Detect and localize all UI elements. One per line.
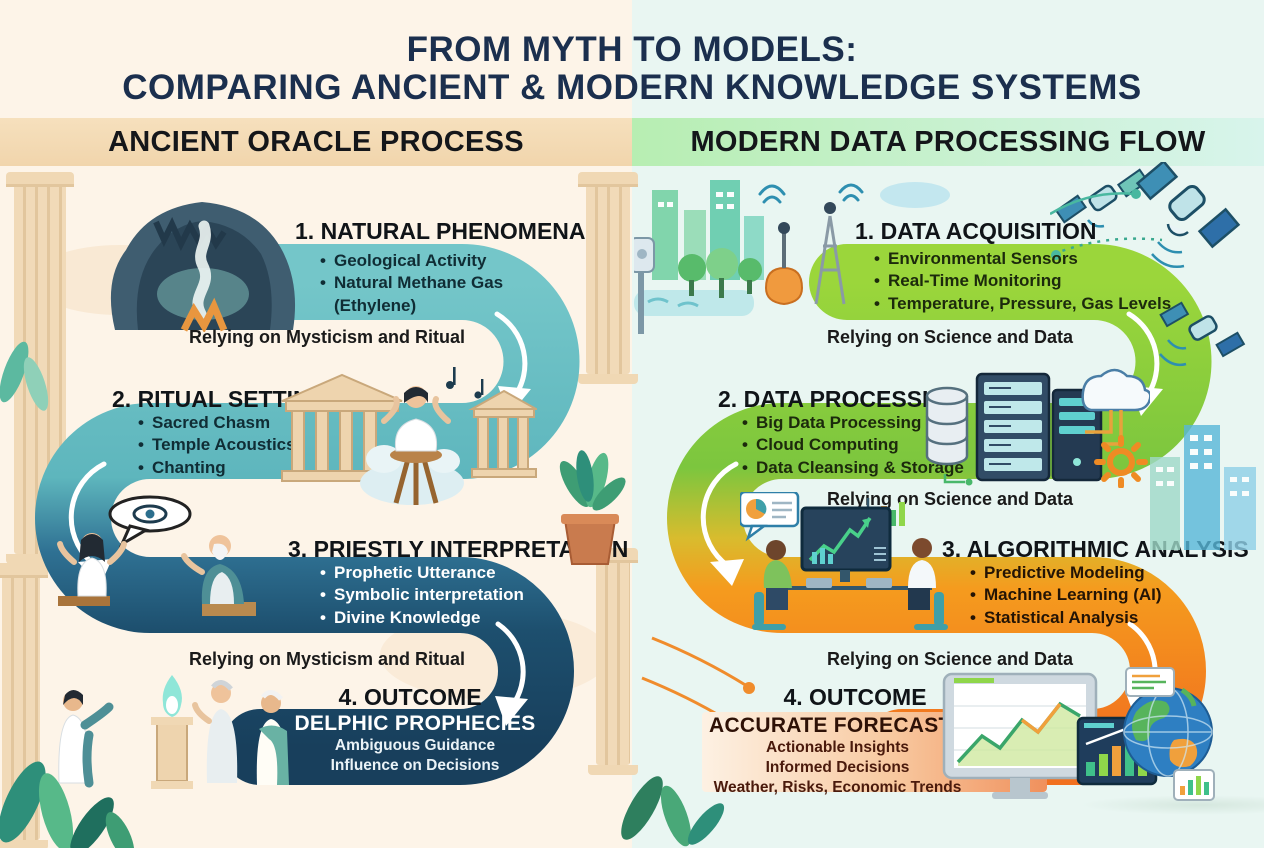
bullet-item: Cloud Computing	[740, 434, 990, 457]
analyst-figure	[908, 538, 948, 630]
satellite-icon	[1135, 162, 1241, 268]
pie-chart-bubble-icon	[740, 492, 800, 542]
globe-icon	[1123, 687, 1213, 777]
bullet-item: Prophetic Utterance	[318, 562, 558, 585]
tree-icon	[678, 248, 762, 298]
bullet-item: Divine Knowledge	[318, 607, 558, 630]
greek-column-icon	[588, 548, 638, 775]
monitor-forecast-icon	[942, 672, 1098, 799]
corner-leaves-illustration	[0, 761, 135, 848]
greek-column-icon	[578, 172, 638, 384]
satellite-icon	[1054, 168, 1150, 228]
title-line-2: COMPARING ANCIENT & MODERN KNOWLEDGE SYS…	[122, 68, 1142, 107]
modern-step3-bullets: Predictive Modeling Machine Learning (AI…	[968, 562, 1208, 630]
divider-leaves-illustration	[621, 776, 725, 847]
bullet-item: Statistical Analysis	[968, 607, 1208, 630]
cloud-icon	[880, 182, 950, 208]
tripod-stool-icon	[393, 458, 439, 505]
forecast-monitor-globe-illustration	[942, 667, 1215, 801]
modern-caption-3: Relying on Science and Data	[826, 649, 1074, 669]
circuit-icon	[943, 474, 973, 486]
cave-vapors-illustration	[110, 202, 296, 332]
ancient-step1-bullets: Geological Activity Natural Methane Gas …	[318, 250, 523, 317]
crowd-figures	[58, 680, 289, 788]
modern-outcome-line: Informed Decisions	[765, 759, 910, 777]
bullet-item: Real-Time Monitoring	[872, 270, 1172, 293]
bullet-item: Symbolic interpretation	[318, 584, 558, 607]
left-leaves-illustration	[0, 341, 49, 411]
bullet-item: Chanting	[136, 457, 356, 480]
modern-outcome-title: ACCURATE FORECASTS	[708, 714, 966, 737]
servers-cloud-database-illustration	[925, 368, 1150, 488]
bullet-item: Machine Learning (AI)	[968, 584, 1208, 607]
modern-step1-heading: 1. DATA ACQUISITION	[855, 218, 1097, 244]
modern-outcome-panel: ACCURATE FORECASTS Actionable Insights I…	[695, 714, 980, 798]
modern-caption-2: Relying on Science and Data	[826, 489, 1074, 509]
analysts-workstations-illustration	[740, 492, 948, 630]
antenna-tower-icon	[814, 202, 846, 305]
database-icon	[925, 386, 969, 466]
ancient-outcome-title: DELPHIC PROPHECIES	[294, 712, 536, 735]
leaf-icon	[559, 450, 626, 511]
ancient-header: ANCIENT ORACLE PROCESS	[0, 118, 632, 166]
bullet-item: Temperature, Pressure, Gas Levels	[872, 293, 1172, 316]
music-note-icon	[446, 367, 484, 399]
bullet-item: Geological Activity	[318, 250, 523, 273]
gear-icon	[1094, 435, 1148, 488]
speech-bubble-eye-icon	[108, 495, 192, 548]
ancient-outcome-line: Ambiguous Guidance	[334, 737, 496, 754]
pythia-figure	[381, 386, 451, 452]
report-card-icon	[1125, 667, 1175, 697]
wifi-icon	[758, 183, 864, 204]
bullet-item: Sacred Chasm	[136, 412, 356, 435]
sensor-post-icon	[634, 237, 655, 334]
ancient-outcome-panel: DELPHIC PROPHECIES Ambiguous Guidance In…	[285, 712, 545, 776]
ancient-step2-bullets: Sacred Chasm Temple Acoustics Chanting	[136, 412, 356, 480]
modern-step2-heading: 2. DATA PROCESSING	[718, 386, 963, 412]
modern-outcome-line: Actionable Insights	[766, 739, 909, 756]
city-skyline-illustration	[1150, 425, 1256, 550]
satellite-icon	[1159, 301, 1246, 367]
ancient-step1-heading: 1. NATURAL PHENOMENA	[295, 218, 586, 244]
ancient-outcome-line: Influence on Decisions	[330, 757, 500, 775]
modern-header: MODERN DATA PROCESSING FLOW	[632, 118, 1264, 166]
ancient-caption-2: Relying on Mysticism and Ritual	[188, 649, 466, 669]
satellites-illustration	[1050, 162, 1246, 367]
bullet-item: Temple Acoustics	[136, 434, 356, 457]
modern-step2-bullets: Big Data Processing Cloud Computing Data…	[740, 412, 990, 480]
monitor-chart-icon	[800, 506, 892, 582]
ancient-step4-heading: 4. OUTCOME	[338, 684, 482, 710]
bullet-item: Big Data Processing	[740, 412, 990, 435]
modern-step1-bullets: Environmental Sensors Real-Time Monitori…	[872, 248, 1172, 316]
flame-column-icon	[151, 675, 193, 789]
bullet-item: Environmental Sensors	[872, 248, 1172, 271]
potted-plant-illustration	[559, 450, 626, 565]
mini-bars-card-icon	[1173, 769, 1215, 801]
steam-icon	[360, 445, 464, 505]
modern-caption-1: Relying on Science and Data	[826, 327, 1074, 347]
city-environmental-sensors-illustration	[634, 180, 864, 334]
priestess-priest-dialogue-illustration	[57, 495, 256, 616]
ancient-caption-1: Relying on Mysticism and Ritual	[188, 327, 466, 347]
ancient-step3-bullets: Prophetic Utterance Symbolic interpretat…	[318, 562, 558, 630]
bullet-item: Predictive Modeling	[968, 562, 1208, 585]
shadow	[1080, 795, 1264, 815]
modern-outcome-line: Weather, Risks, Economic Trends	[713, 779, 962, 797]
modern-step4-heading: 4. OUTCOME	[783, 684, 927, 710]
buoy-icon	[764, 222, 804, 306]
temple-oracle-tripod-illustration	[281, 367, 537, 505]
analyst-figure	[752, 540, 792, 630]
priestess-figure	[57, 533, 127, 597]
crowd-sacred-flame-illustration	[58, 675, 289, 789]
bullet-item: Data Cleansing & Storage	[740, 457, 990, 480]
server-rack-icon	[975, 372, 1103, 482]
bullet-item: Natural Methane Gas (Ethylene)	[318, 272, 523, 317]
priest-figure	[181, 535, 244, 604]
title-line-1: FROM MYTH TO MODELS:	[406, 30, 858, 69]
cloud-icon	[1081, 368, 1150, 446]
